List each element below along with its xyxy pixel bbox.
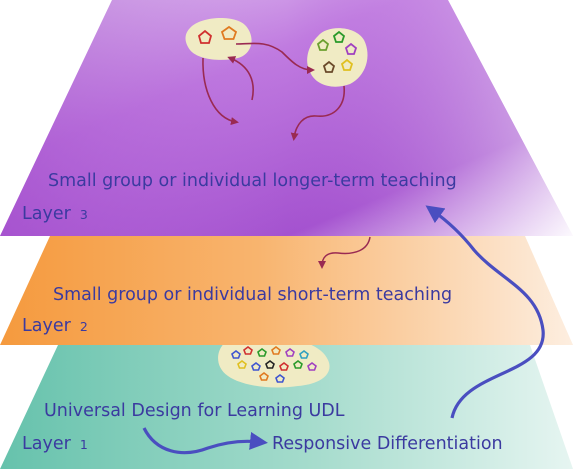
flow-arrows [202, 42, 345, 141]
layer-1-plane: Universal Design for Learning UDL Layer … [0, 337, 573, 469]
responsive-differentiation-label: Responsive Differentiation [272, 434, 503, 454]
layer-3-caption: Small group or individual longer-term te… [48, 171, 457, 191]
layer-2-plane: Small group or individual short-term tea… [0, 236, 573, 345]
pentagon-group-icon [185, 17, 252, 60]
arrow-icon [425, 205, 545, 419]
layer-3-plane: Small group or individual longer-term te… [0, 0, 573, 236]
responsive-differentiation-arrows [142, 205, 545, 455]
arrow-icon [142, 427, 268, 455]
arrow-icon [318, 236, 371, 269]
layer-2-caption: Small group or individual short-term tea… [53, 285, 452, 305]
layer-1-label: Layer 1 [22, 434, 88, 454]
layer-3-label: Layer 3 [22, 204, 88, 224]
layer-2-label: Layer 2 [22, 316, 88, 336]
layer-1-caption: Universal Design for Learning UDL [44, 401, 345, 421]
student-group-icon [218, 337, 330, 388]
student-group-icon [307, 28, 368, 87]
